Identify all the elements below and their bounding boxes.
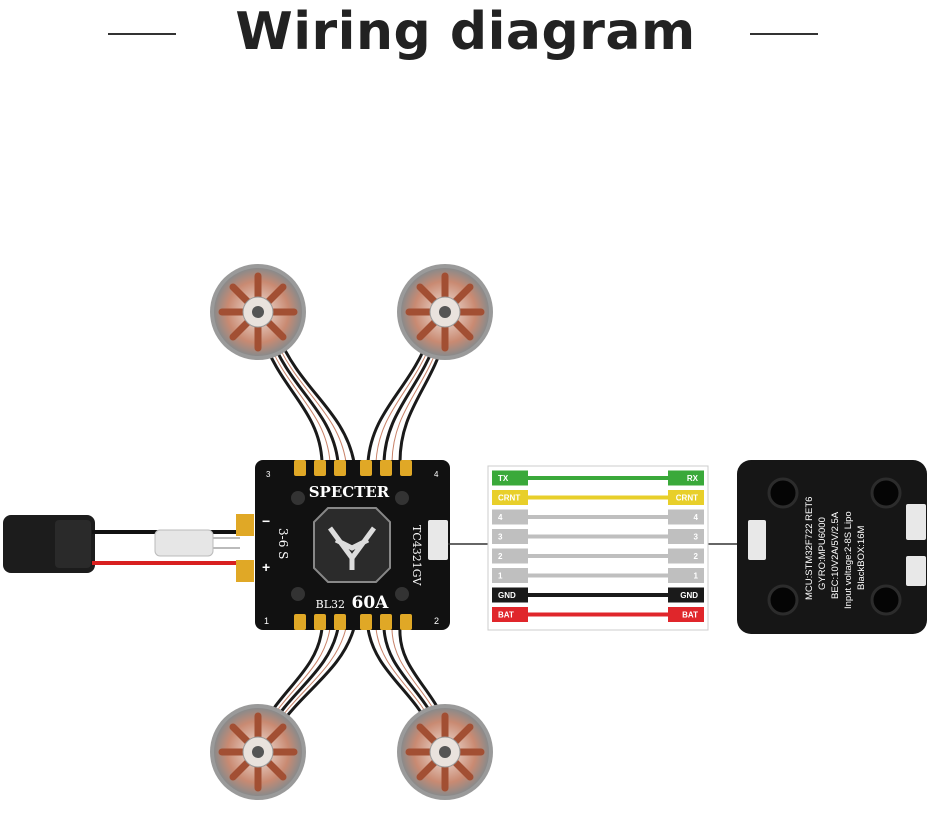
harness-left-tag-bg	[492, 509, 528, 525]
harness-left-tag-bg	[492, 548, 528, 564]
harness-row: CRNT CRNT	[492, 490, 704, 505]
harness-left-tag-label: 1	[498, 572, 503, 581]
fc-spec-bec: BEC:10V2A/5V/2.5A	[830, 511, 841, 599]
esc-minus-label: −	[262, 513, 270, 529]
harness-left-tag-label: GND	[498, 591, 516, 600]
harness-left-tag-label: BAT	[498, 611, 514, 620]
harness-row: GND GND	[492, 587, 704, 603]
esc-brand: SPECTER	[309, 483, 390, 501]
esc-logo-badge	[313, 507, 391, 583]
esc-board: SPECTER BL32 60A 3-6 S TC4321GV − + 3 4 …	[255, 460, 450, 630]
esc-motor-label-3: 3	[266, 470, 271, 479]
harness-left-tag-label: CRNT	[498, 494, 520, 503]
harness-left-tag-bg	[492, 587, 528, 603]
motor-top-left	[210, 264, 306, 360]
harness-row: TX RX	[492, 470, 704, 486]
harness-right-tag-bg	[668, 490, 704, 505]
harness-left-tag-label: 2	[498, 552, 503, 561]
esc-motor-label-4: 4	[434, 470, 439, 479]
harness-left-tag-bg	[492, 470, 528, 486]
fc-side-port-top	[906, 504, 926, 540]
esc-logo-icon	[327, 526, 377, 570]
harness-right-tag-label: 3	[694, 533, 699, 542]
harness-right-tag-bg	[668, 509, 704, 525]
esc-firmware: BL32	[316, 598, 345, 611]
harness-right-tag-bg	[668, 607, 704, 622]
esc-current-rating: 60A	[352, 593, 390, 613]
esc-signal-port	[428, 520, 448, 560]
esc-motor-label-2: 2	[434, 616, 439, 626]
harness-left-tag-label: 4	[498, 513, 503, 522]
harness-right-tag-bg	[668, 548, 704, 564]
harness-right-tag-label: CRNT	[676, 494, 698, 503]
harness-right-tag-bg	[668, 529, 704, 544]
pad-minus	[236, 514, 254, 536]
motor-bottom-right	[397, 704, 493, 800]
harness-left-tag-label: 3	[498, 533, 503, 542]
harness-right-tag-bg	[668, 470, 704, 486]
esc-plus-label: +	[262, 559, 270, 575]
capacitor	[154, 529, 214, 557]
harness-right-tag-label: GND	[680, 591, 698, 600]
battery-lead	[3, 514, 254, 582]
fc-spec-gyro: GYRO:MPU6000	[817, 517, 828, 590]
harness-left-tag-label: TX	[498, 474, 509, 483]
harness-right-tag-label: BAT	[682, 611, 698, 620]
motor-bottom-left	[210, 704, 306, 800]
harness-right-tag-bg	[668, 568, 704, 583]
esc-model: TC4321GV	[410, 525, 423, 587]
fc-signal-port	[748, 520, 766, 560]
harness-right-tag-label: 2	[694, 552, 699, 561]
fc-spec-mcu: MCU:STM32F722 RET6	[804, 497, 815, 600]
harness-left-tag-bg	[492, 490, 528, 505]
harness-right-tag-label: 1	[694, 572, 699, 581]
esc-motor-label-1: 1	[264, 616, 269, 626]
title-area: Wiring diagram	[0, 0, 931, 70]
fc-side-port-bottom	[906, 556, 926, 586]
esc-cell-range: 3-6 S	[276, 528, 290, 559]
fc-spec-input-voltage: Input voltage:2-8S Lipo	[843, 511, 854, 609]
svg-text:BL32 60A: BL32 60A	[316, 593, 390, 613]
harness-left-tag-bg	[492, 529, 528, 544]
harness-row: BAT BAT	[492, 607, 704, 622]
flight-controller: MCU:STM32F722 RET6 GYRO:MPU6000 BEC:10V2…	[737, 460, 927, 634]
fc-spec-blackbox: BlackBOX:16M	[856, 526, 867, 590]
title-rule-left	[108, 33, 176, 35]
harness-left-tag-bg	[492, 607, 528, 622]
harness-right-tag-label: RX	[687, 474, 699, 483]
page-title: Wiring diagram	[235, 2, 696, 62]
title-rule-right	[750, 33, 818, 35]
pad-plus	[236, 560, 254, 582]
harness-left-tag-bg	[492, 568, 528, 583]
harness-right-tag-bg	[668, 587, 704, 603]
motor-top-right	[397, 264, 493, 360]
harness-right-tag-label: 4	[694, 513, 699, 522]
